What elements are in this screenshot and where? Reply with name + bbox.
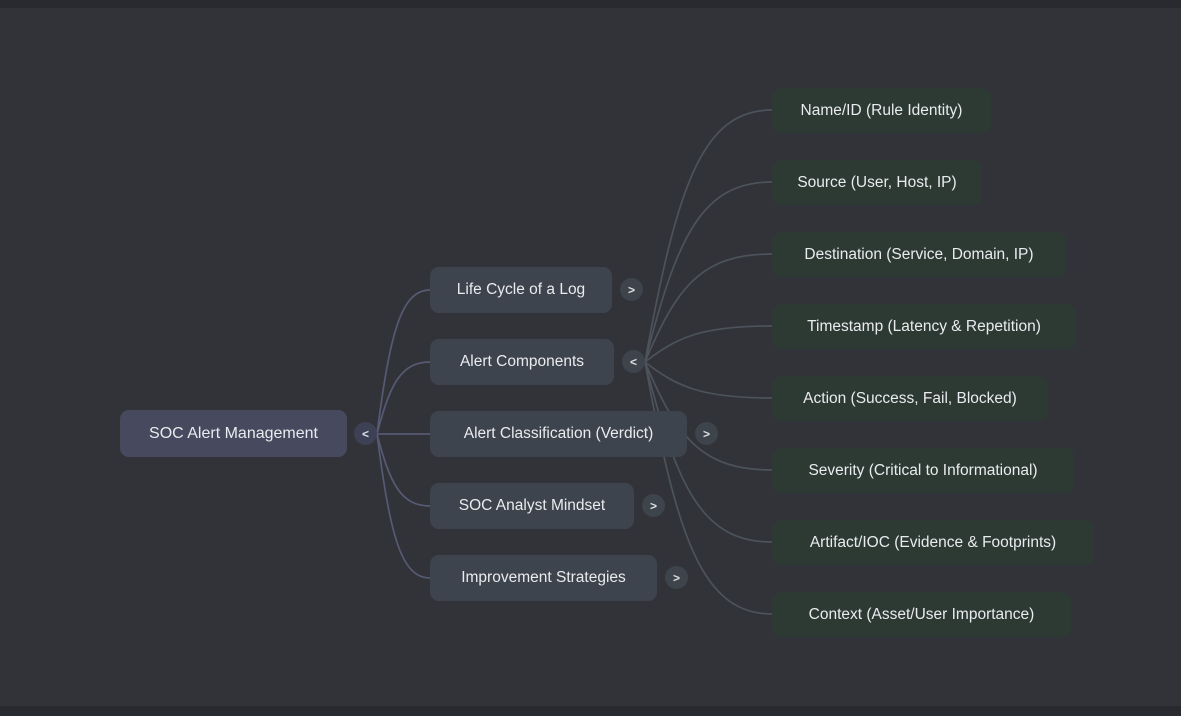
leaf-node-context[interactable]: Context (Asset/User Importance) — [772, 592, 1071, 637]
expand-toggle-life-cycle-of-a-log[interactable]: > — [620, 278, 643, 301]
connector-line — [644, 361, 773, 471]
leaf-node-timestamp[interactable]: Timestamp (Latency & Repetition) — [772, 304, 1076, 349]
leaf-node-artifact-ioc[interactable]: Artifact/IOC (Evidence & Footprints) — [772, 520, 1094, 565]
connector-line — [376, 289, 431, 435]
connector-line — [376, 361, 431, 435]
leaf-node-source[interactable]: Source (User, Host, IP) — [772, 160, 982, 205]
expand-toggle-soc-analyst-mindset[interactable]: > — [642, 494, 665, 517]
connector-line — [376, 433, 431, 507]
collapse-toggle-alert-components[interactable]: < — [622, 350, 645, 373]
branch-node-improvement-strategies[interactable]: Improvement Strategies — [430, 555, 657, 601]
canvas-top-edge — [0, 0, 1181, 8]
leaf-node-action[interactable]: Action (Success, Fail, Blocked) — [772, 376, 1048, 421]
leaf-node-severity[interactable]: Severity (Critical to Informational) — [772, 448, 1074, 493]
connector-line — [644, 325, 773, 363]
expand-toggle-improvement-strategies[interactable]: > — [665, 566, 688, 589]
expand-toggle-alert-classification[interactable]: > — [695, 422, 718, 445]
branch-node-alert-components[interactable]: Alert Components — [430, 339, 614, 385]
connector-line — [644, 361, 773, 543]
leaf-node-destination[interactable]: Destination (Service, Domain, IP) — [772, 232, 1066, 277]
connector-line — [644, 109, 773, 363]
connector-line — [644, 181, 773, 363]
root-node-soc-alert-management[interactable]: SOC Alert Management — [120, 410, 347, 457]
branch-node-soc-analyst-mindset[interactable]: SOC Analyst Mindset — [430, 483, 634, 529]
canvas-bottom-edge — [0, 706, 1181, 716]
collapse-toggle-root[interactable]: < — [354, 422, 377, 445]
branch-node-alert-classification[interactable]: Alert Classification (Verdict) — [430, 411, 687, 457]
branch-node-life-cycle-of-a-log[interactable]: Life Cycle of a Log — [430, 267, 612, 313]
leaf-node-name-id[interactable]: Name/ID (Rule Identity) — [772, 88, 991, 133]
connector-line — [644, 253, 773, 363]
connector-line — [376, 433, 431, 579]
connector-line — [644, 361, 773, 399]
